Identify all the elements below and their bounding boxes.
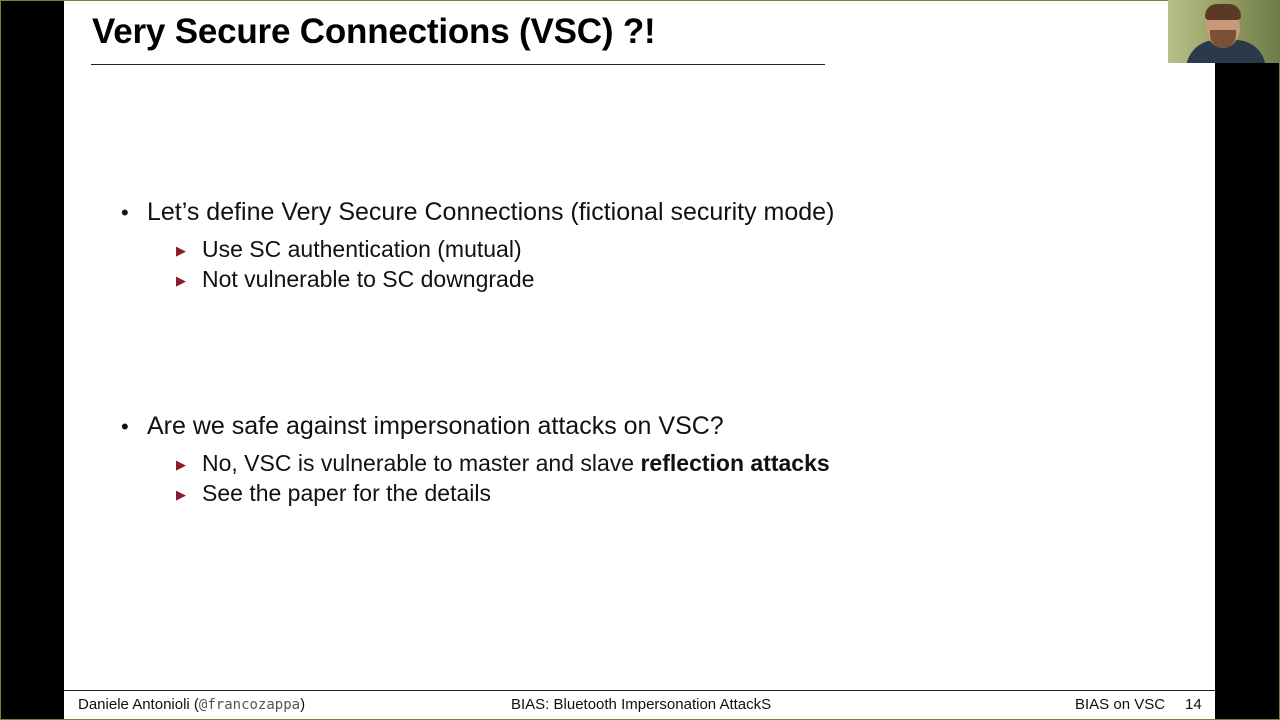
- sub-bullet-item: ▶ Not vulnerable to SC downgrade: [176, 266, 534, 293]
- slide-footer: Daniele Antonioli (@francozappa) BIAS: B…: [64, 690, 1215, 720]
- sub-bullet-plain-text: No, VSC is vulnerable to master and slav…: [202, 450, 641, 476]
- triangle-bullet-icon: ▶: [176, 487, 186, 502]
- bullet-text: Let’s define Very Secure Connections (fi…: [147, 198, 835, 226]
- triangle-bullet-icon: ▶: [176, 457, 186, 472]
- slide-title: Very Secure Connections (VSC) ?!: [92, 12, 656, 51]
- sub-bullet-item: ▶ Use SC authentication (mutual): [176, 236, 522, 263]
- emphasis-text: reflection attacks: [640, 450, 830, 476]
- bullet-item: • Are we safe against impersonation atta…: [121, 412, 724, 441]
- bullet-dot-icon: •: [121, 414, 129, 439]
- author-close: ): [300, 696, 306, 713]
- sub-bullet-text: No, VSC is vulnerable to master and slav…: [202, 450, 830, 477]
- footer-author: Daniele Antonioli (@francozappa): [78, 696, 305, 713]
- triangle-bullet-icon: ▶: [176, 243, 186, 258]
- sub-bullet-text: Not vulnerable to SC downgrade: [202, 266, 535, 292]
- bullet-dot-icon: •: [121, 200, 129, 225]
- title-divider: [91, 64, 825, 65]
- sub-bullet-text: Use SC authentication (mutual): [202, 236, 522, 262]
- author-handle: @francozappa: [198, 697, 301, 713]
- sub-bullet-text: See the paper for the details: [202, 480, 491, 506]
- bullet-text: Are we safe against impersonation attack…: [147, 412, 724, 440]
- sub-bullet-item: ▶ No, VSC is vulnerable to master and sl…: [176, 450, 830, 477]
- footer-section: BIAS on VSC: [1075, 696, 1166, 713]
- sub-bullet-item: ▶ See the paper for the details: [176, 480, 491, 507]
- page-number: 14: [1185, 696, 1202, 713]
- triangle-bullet-icon: ▶: [176, 273, 186, 288]
- bullet-item: • Let’s define Very Secure Connections (…: [121, 198, 834, 227]
- slide: Very Secure Connections (VSC) ?! • Let’s…: [64, 0, 1215, 720]
- footer-talk-title: BIAS: Bluetooth Impersonation AttackS: [511, 696, 772, 713]
- author-name: Daniele Antonioli (: [78, 696, 199, 713]
- presenter-webcam-icon: [1168, 0, 1280, 63]
